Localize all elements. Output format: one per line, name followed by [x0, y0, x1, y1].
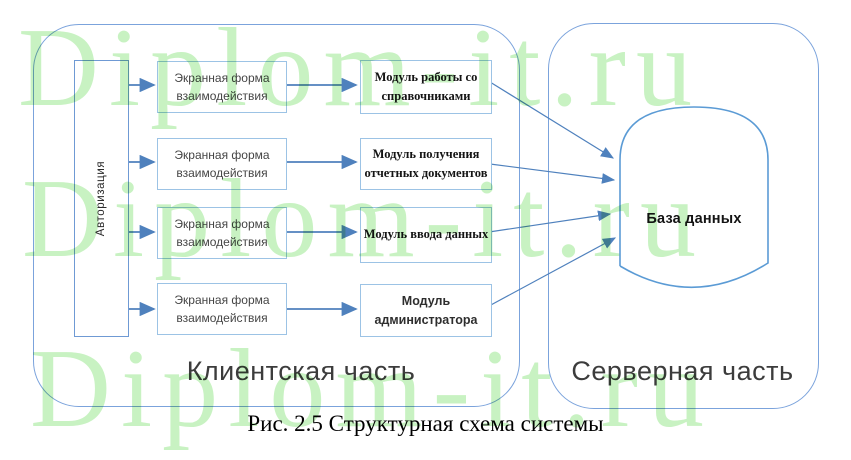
figure-caption: Рис. 2.5 Структурная схема системы: [247, 411, 604, 436]
screen-form-box-4: Экранная форма взаимодействия: [157, 283, 287, 335]
screen-form-box-3: Экранная форма взаимодействия: [157, 207, 287, 259]
module-box-reports: Модуль получения отчетных документов: [360, 138, 492, 190]
authorization-label: Авторизация: [95, 160, 107, 237]
authorization-box: Авторизация: [74, 60, 129, 337]
module-box-directories: Модуль работы со справочниками: [360, 60, 492, 114]
database-label: База данных: [646, 211, 742, 227]
module-box-administrator: Модуль администратора: [360, 284, 492, 337]
screen-form-box-2: Экранная форма взаимодействия: [157, 138, 287, 190]
screen-form-box-1: Экранная форма взаимодействия: [157, 61, 287, 113]
module-box-data-entry: Модуль ввода данных: [360, 207, 492, 263]
server-part-label: Серверная часть: [571, 356, 794, 386]
client-part-label: Клиентская часть: [186, 356, 416, 386]
